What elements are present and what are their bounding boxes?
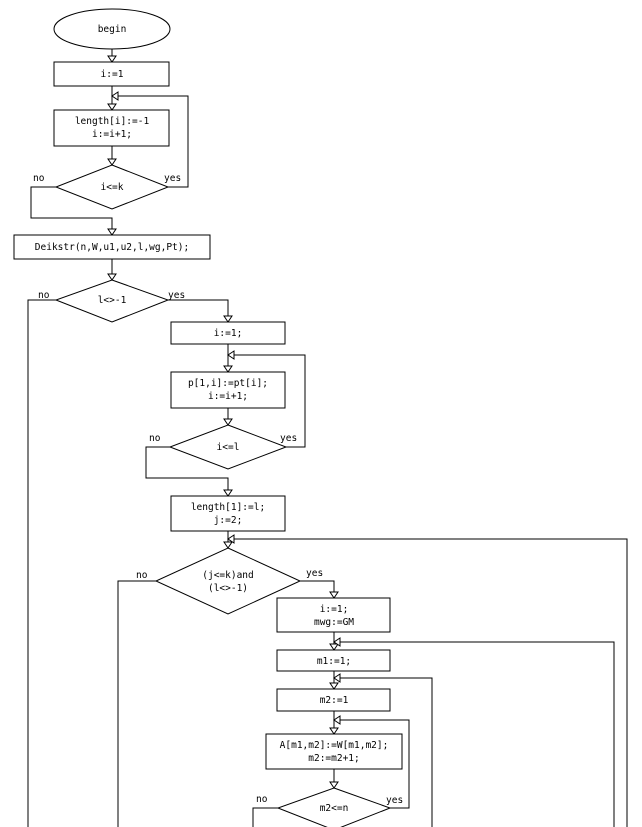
process-a-assign-line1: A[m1,m2]:=W[m1,m2]; [280, 740, 389, 751]
process-p-assign-line2: i:=i+1; [208, 391, 248, 402]
process-a-assign: A[m1,m2]:=W[m1,m2]; m2:=m2+1; [265, 733, 403, 770]
process-m2-init: m2:=1 [276, 688, 391, 712]
process-m1-init: m1:=1; [276, 649, 391, 672]
decision-j-le-k-line1: (j<=k)and [202, 570, 253, 581]
decision-j-le-k: (j<=k)and (l<>-1) yes no [136, 547, 323, 615]
process-m2-init-label: m2:=1 [320, 695, 349, 706]
no-label: no [33, 173, 45, 184]
decision-i-le-l-label: i<=l [217, 442, 240, 453]
yes-label: yes [168, 290, 185, 301]
process-deikstr-label: Deikstr(n,W,u1,u2,l,wg,Pt); [35, 242, 189, 253]
process-length-neg-line2: i:=i+1; [92, 129, 132, 140]
process-length-neg: length[i]:=-1 i:=i+1; [53, 109, 170, 147]
decision-m2-le-n-label: m2<=n [320, 803, 349, 814]
process-i-init: i:=1 [53, 61, 170, 87]
yes-label: yes [280, 433, 297, 444]
decision-l-ne-neg1: l<>-1 yes no [38, 279, 185, 323]
decision-i-le-k-label: i<=k [101, 182, 124, 193]
arrowheads [107, 55, 341, 789]
process-i-mwg: i:=1; mwg:=GM [276, 597, 391, 633]
process-i-init2-label: i:=1; [214, 328, 243, 339]
begin-label: begin [98, 24, 127, 35]
yes-label: yes [386, 795, 403, 806]
begin-terminal: begin [53, 8, 171, 50]
process-p-assign: p[1,i]:=pt[i]; i:=i+1; [170, 371, 286, 409]
process-length-neg-line1: length[i]:=-1 [75, 116, 150, 127]
process-length-l-line1: length[1]:=l; [191, 502, 265, 513]
process-p-assign-line1: p[1,i]:=pt[i]; [188, 378, 268, 389]
decision-j-le-k-line2: (l<>-1) [208, 583, 248, 594]
yes-label: yes [164, 173, 181, 184]
process-i-init2: i:=1; [170, 321, 286, 345]
decision-i-le-l: i<=l yes no [149, 424, 297, 470]
process-length-l: length[1]:=l; j:=2; [170, 495, 286, 532]
process-m1-init-label: m1:=1; [317, 656, 351, 667]
no-label: no [136, 570, 148, 581]
decision-i-le-k: i<=k yes no [33, 164, 181, 210]
process-i-mwg-line2: mwg:=GM [314, 617, 354, 628]
no-label: no [256, 794, 268, 805]
yes-label: yes [306, 568, 323, 579]
no-label: no [149, 433, 161, 444]
decision-l-ne-neg1-label: l<>-1 [98, 295, 127, 306]
no-label: no [38, 290, 50, 301]
process-i-mwg-line1: i:=1; [320, 604, 349, 615]
process-i-init-label: i:=1 [101, 69, 124, 80]
process-length-l-line2: j:=2; [214, 515, 243, 526]
process-a-assign-line2: m2:=m2+1; [308, 753, 359, 764]
decision-m2-le-n: m2<=n yes no [256, 787, 403, 827]
process-deikstr: Deikstr(n,W,u1,u2,l,wg,Pt); [13, 234, 211, 260]
